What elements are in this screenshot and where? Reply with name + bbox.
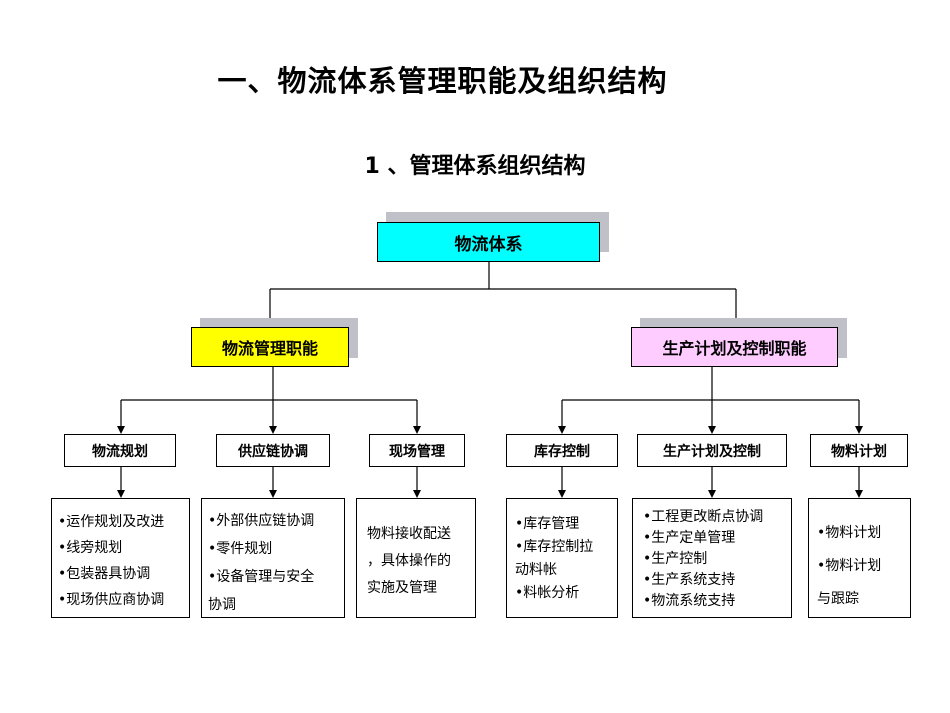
detail-item: •库存控制拉 — [515, 539, 594, 555]
detail-item: •外部供应链协调 — [208, 513, 315, 529]
detail-item: •现场供应商协调 — [58, 592, 165, 608]
branch-node-label: 物流管理职能 — [221, 339, 318, 358]
detail-item: •生产系统支持 — [643, 572, 736, 588]
leaf-node-material-planning: 物料计划 — [810, 434, 908, 467]
page-title: 一、物流体系管理职能及组织结构 — [217, 64, 668, 98]
arrowhead — [708, 426, 716, 434]
arrowhead — [269, 426, 277, 434]
detail-item: •库存管理 — [515, 516, 580, 532]
leaf-node-label: 库存控制 — [534, 443, 590, 460]
detail-box-material-planning: •物料计划 •物料计划 与跟踪 — [808, 498, 911, 618]
arrowhead — [413, 490, 421, 498]
detail-item: 动料帐 — [515, 562, 557, 578]
detail-item: •运作规划及改进 — [58, 514, 165, 530]
detail-box-supply-chain: •外部供应链协调 •零件规划 •设备管理与安全 协调 — [201, 498, 345, 618]
branch-node-logistics-management: 物流管理职能 — [191, 327, 349, 367]
detail-item: •物料计划 — [817, 525, 882, 541]
detail-item: •物流系统支持 — [643, 593, 736, 609]
detail-item: •包装器具协调 — [58, 566, 151, 582]
detail-item: 物料接收配送 — [367, 526, 451, 542]
root-node-label: 物流体系 — [454, 234, 523, 255]
detail-item: •零件规划 — [208, 541, 273, 557]
leaf-node-label: 物流规划 — [92, 443, 148, 460]
detail-item: •线旁规划 — [58, 540, 123, 556]
leaf-node-label: 物料计划 — [831, 443, 887, 460]
leaf-node-site-management: 现场管理 — [369, 434, 465, 467]
detail-item: •生产控制 — [643, 551, 708, 567]
root-node: 物流体系 — [377, 222, 600, 262]
detail-item: •料帐分析 — [515, 585, 580, 601]
detail-box-site-management: 物料接收配送 ，具体操作的 实施及管理 — [356, 498, 476, 618]
arrowhead — [413, 426, 421, 434]
detail-item: 与跟踪 — [817, 591, 859, 607]
leaf-node-production-control: 生产计划及控制 — [637, 434, 787, 467]
leaf-node-supply-chain: 供应链协调 — [216, 434, 330, 467]
leaf-node-label: 现场管理 — [389, 443, 445, 460]
detail-box-production-control: •工程更改断点协调 •生产定单管理 •生产控制 •生产系统支持 •物流系统支持 — [632, 498, 792, 618]
arrowhead — [558, 490, 566, 498]
detail-item: •物料计划 — [817, 558, 882, 574]
leaf-node-inventory-control: 库存控制 — [506, 434, 618, 467]
detail-box-inventory-control: •库存管理 •库存控制拉 动料帐 •料帐分析 — [506, 498, 618, 618]
arrowhead — [855, 426, 863, 434]
arrowhead — [269, 490, 277, 498]
detail-item: •生产定单管理 — [643, 530, 736, 546]
branch-node-label: 生产计划及控制职能 — [662, 339, 807, 358]
leaf-node-label: 供应链协调 — [238, 443, 308, 460]
branch-node-production-planning: 生产计划及控制职能 — [631, 327, 838, 367]
detail-item: •设备管理与安全 — [208, 569, 315, 585]
arrowhead — [708, 490, 716, 498]
section-subtitle: 1 、管理体系组织结构 — [364, 154, 586, 179]
detail-box-logistics-planning: •运作规划及改进 •线旁规划 •包装器具协调 •现场供应商协调 — [51, 498, 190, 618]
leaf-node-logistics-planning: 物流规划 — [64, 434, 176, 467]
arrowhead — [855, 490, 863, 498]
detail-item: ，具体操作的 — [367, 553, 451, 569]
arrowhead — [558, 426, 566, 434]
arrowhead — [117, 490, 125, 498]
detail-item: 协调 — [208, 597, 236, 613]
leaf-node-label: 生产计划及控制 — [663, 443, 761, 460]
arrowhead — [117, 426, 125, 434]
detail-item: •工程更改断点协调 — [643, 509, 764, 525]
detail-item: 实施及管理 — [367, 580, 437, 596]
